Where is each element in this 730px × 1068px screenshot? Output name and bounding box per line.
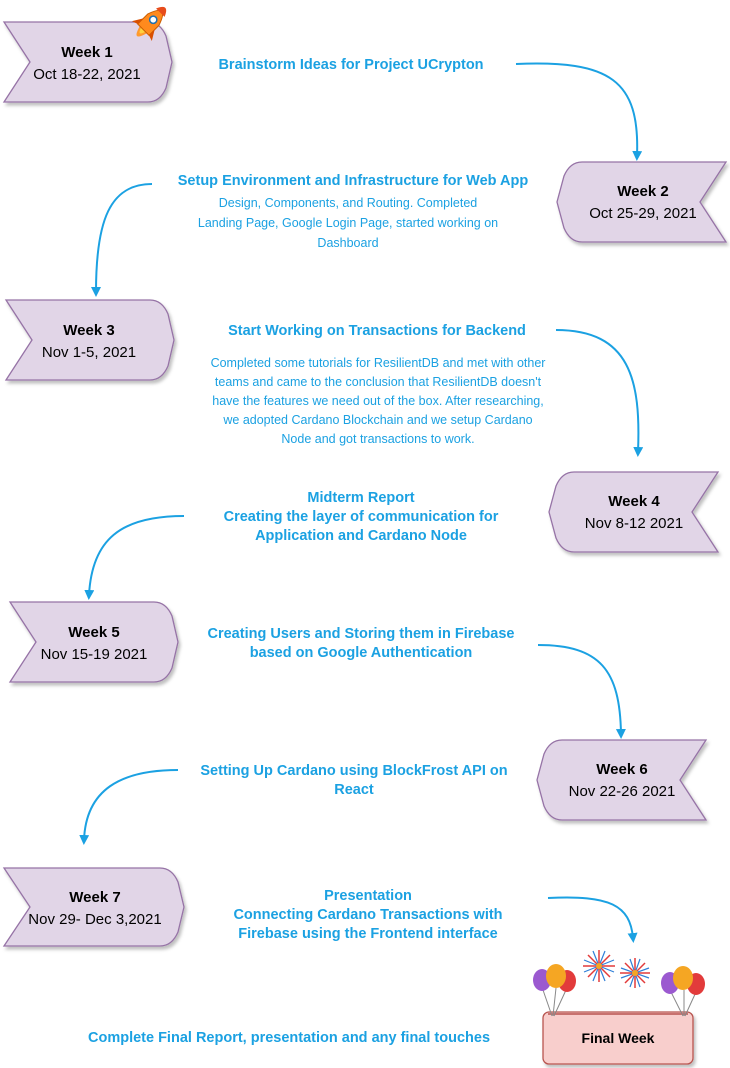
week-3-date: Nov 1-5, 2021 <box>42 344 136 361</box>
week-3-task-title: Start Working on Transactions for Backen… <box>228 323 526 339</box>
week-4-step: Week 4 Nov 8-12 2021 <box>548 471 720 553</box>
week-7-step: Week 7 Nov 29- Dec 3,2021 <box>2 867 185 947</box>
week-1-task-title: Brainstorm Ideas for Project UCrypton <box>218 57 483 73</box>
week-2-detail-line: Design, Components, and Routing. Complet… <box>219 196 478 210</box>
week-3-detail-line: teams and came to the conclusion that Re… <box>215 375 542 389</box>
connector-arrow <box>555 329 644 457</box>
week-3-detail-line: have the features we need out of the box… <box>212 394 543 408</box>
week-5-task-line: Creating Users and Storing them in Fireb… <box>208 626 515 642</box>
week-5-label: Week 5 <box>68 624 119 641</box>
week-2-task-title: Setup Environment and Infrastructure for… <box>178 173 529 189</box>
week-1-label: Week 1 <box>61 44 112 61</box>
connector-arrow <box>84 515 185 600</box>
final-week-box: Final Week <box>542 1011 694 1065</box>
week-2-detail-line: Landing Page, Google Login Page, started… <box>198 216 498 230</box>
balloons-icon <box>661 966 705 1017</box>
week-6-step: Week 6 Nov 22-26 2021 <box>536 739 708 821</box>
week-6-date: Nov 22-26 2021 <box>569 783 676 800</box>
week-5-task-line: based on Google Authentication <box>250 645 473 661</box>
week-4-task-line: Creating the layer of communication for <box>224 509 499 525</box>
balloons-icon <box>533 964 576 1017</box>
week-3-detail-line: we adopted Cardano Blockchain and we set… <box>222 413 532 427</box>
week-6-task-line: Setting Up Cardano using BlockFrost API … <box>200 763 507 779</box>
week-3-label: Week 3 <box>63 322 114 339</box>
week-5-step: Week 5 Nov 15-19 2021 <box>8 601 179 683</box>
fireworks-icon <box>583 950 615 982</box>
week-4-task-line: Midterm Report <box>307 490 414 506</box>
week-7-task-line: Connecting Cardano Transactions with <box>233 907 502 923</box>
week-4-date: Nov 8-12 2021 <box>585 515 683 532</box>
fireworks-icon <box>620 958 650 988</box>
connector-arrow <box>79 769 179 845</box>
rocket-icon <box>132 6 167 41</box>
week-2-date: Oct 25-29, 2021 <box>589 205 697 222</box>
connector-arrow <box>547 896 638 943</box>
final-week-label: Final Week <box>582 1030 655 1046</box>
week-1-step: Week 1 Oct 18-22, 2021 <box>2 21 173 103</box>
week-2-step: Week 2 Oct 25-29, 2021 <box>556 161 728 243</box>
week-5-date: Nov 15-19 2021 <box>41 646 148 663</box>
week-6-task-line: React <box>334 782 374 798</box>
week-6-label: Week 6 <box>596 761 647 778</box>
connector-arrow <box>537 644 626 739</box>
week-7-task-line: Firebase using the Frontend interface <box>238 926 497 942</box>
week-3-detail-line: Completed some tutorials for ResilientDB… <box>211 356 546 370</box>
week-2-detail-line: Dashboard <box>317 236 378 250</box>
week-3-step: Week 3 Nov 1-5, 2021 <box>4 299 175 381</box>
connector-arrow <box>91 183 153 297</box>
final-task-title: Complete Final Report, presentation and … <box>88 1030 490 1046</box>
connector-arrow <box>515 62 643 161</box>
week-3-detail-line: Node and got transactions to work. <box>281 432 474 446</box>
week-4-task-line: Application and Cardano Node <box>255 528 467 544</box>
week-1-date: Oct 18-22, 2021 <box>33 66 141 83</box>
week-2-label: Week 2 <box>617 183 668 200</box>
week-7-task-line: Presentation <box>324 888 412 904</box>
week-4-label: Week 4 <box>608 493 660 510</box>
week-7-label: Week 7 <box>69 889 120 906</box>
week-7-date: Nov 29- Dec 3,2021 <box>28 911 161 928</box>
